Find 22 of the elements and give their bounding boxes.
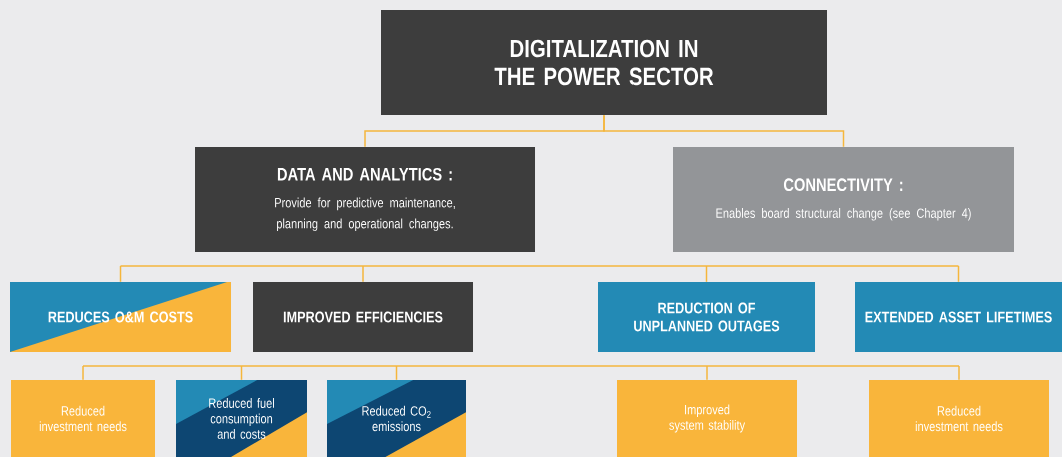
outcome-box: REDUCES O&M COSTS	[10, 282, 231, 352]
connector-line	[706, 365, 708, 381]
benefit-box: Reduced investment needs	[11, 380, 155, 457]
outcome-box: EXTENDED ASSET LIFETIMES	[855, 282, 1062, 352]
connector-line	[957, 265, 960, 283]
connector-line	[395, 365, 398, 381]
connector-line	[958, 365, 960, 381]
category-box: DATA AND ANALYTICS : Provide for predictive maintenance, planning and operational changes.	[195, 147, 535, 252]
connector-line	[603, 114, 845, 148]
connector-line	[82, 365, 84, 381]
benefit-box: Reduced investment needs	[869, 380, 1049, 457]
outcome-box: IMPROVED EFFICIENCIES	[253, 282, 473, 352]
title-box: DIGITALIZATION IN THE POWER SECTOR	[381, 10, 827, 115]
benefit-box: Reduced fuel consumption and costs	[176, 380, 307, 457]
connector-line	[240, 365, 243, 381]
connector-line	[362, 265, 364, 283]
outcome-box: REDUCTION OF UNPLANNED OUTAGES	[598, 282, 815, 352]
benefit-box: Improved system stability	[617, 380, 797, 457]
category-box: CONNECTIVITY : Enables board structural change (see Chapter 4)	[673, 147, 1014, 252]
connector-line	[119, 265, 122, 283]
benefit-box: Reduced CO$_{2}$ emissions	[327, 380, 466, 457]
connector-line	[705, 265, 708, 283]
